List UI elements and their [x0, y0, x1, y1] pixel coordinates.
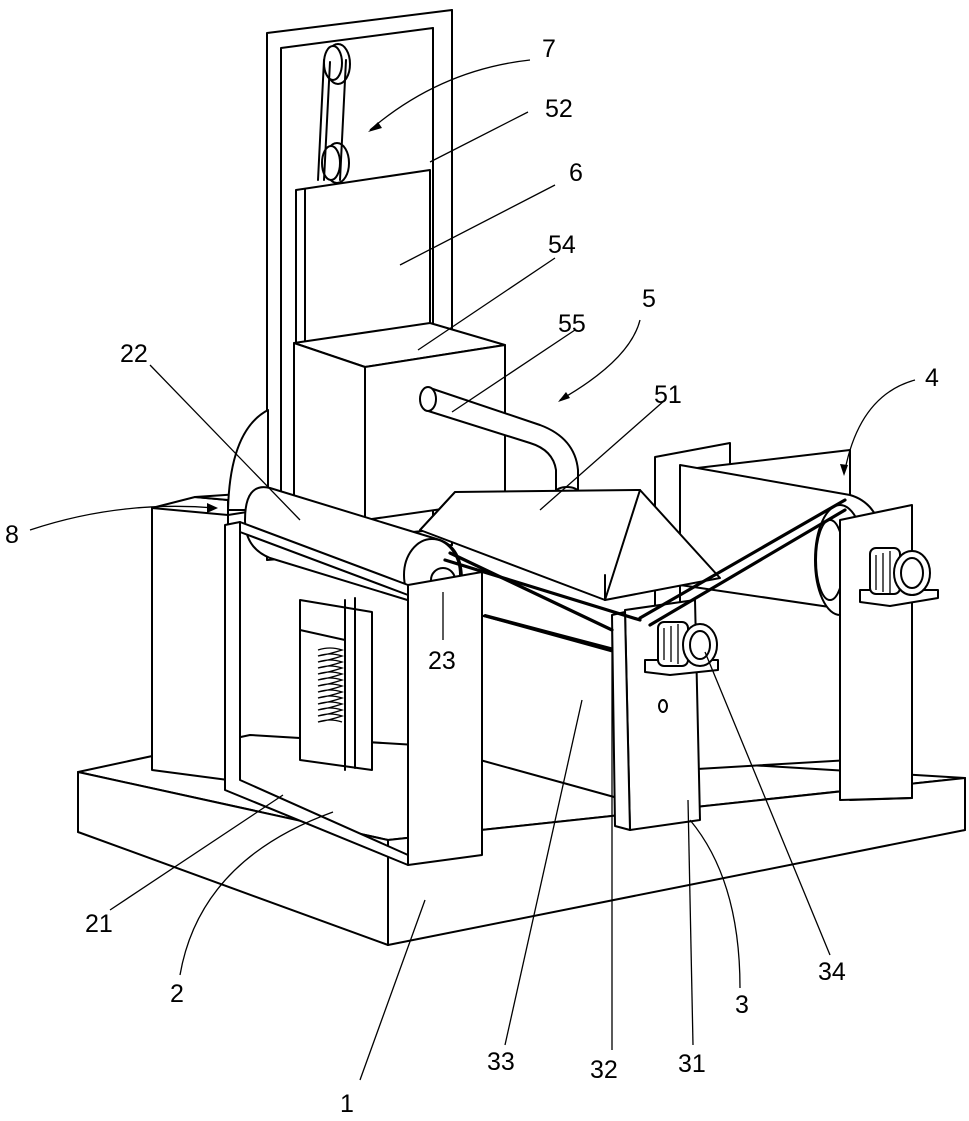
label-7: 7	[542, 35, 556, 63]
label-4: 4	[925, 364, 939, 392]
lifting-plate	[296, 170, 430, 345]
label-6: 6	[569, 159, 583, 187]
label-52: 52	[545, 95, 573, 123]
label-23: 23	[428, 647, 456, 675]
label-55: 55	[558, 310, 586, 338]
label-2: 2	[170, 980, 184, 1008]
motor-right	[860, 548, 938, 606]
label-34: 34	[818, 958, 846, 986]
label-51: 51	[654, 381, 682, 409]
label-8: 8	[5, 521, 19, 549]
label-5: 5	[642, 285, 656, 313]
label-32: 32	[590, 1056, 618, 1084]
label-33: 33	[487, 1048, 515, 1076]
label-3: 3	[735, 991, 749, 1019]
label-31: 31	[678, 1050, 706, 1078]
label-1: 1	[340, 1090, 354, 1118]
label-21: 21	[85, 910, 113, 938]
label-54: 54	[548, 231, 576, 259]
label-22: 22	[120, 340, 148, 368]
